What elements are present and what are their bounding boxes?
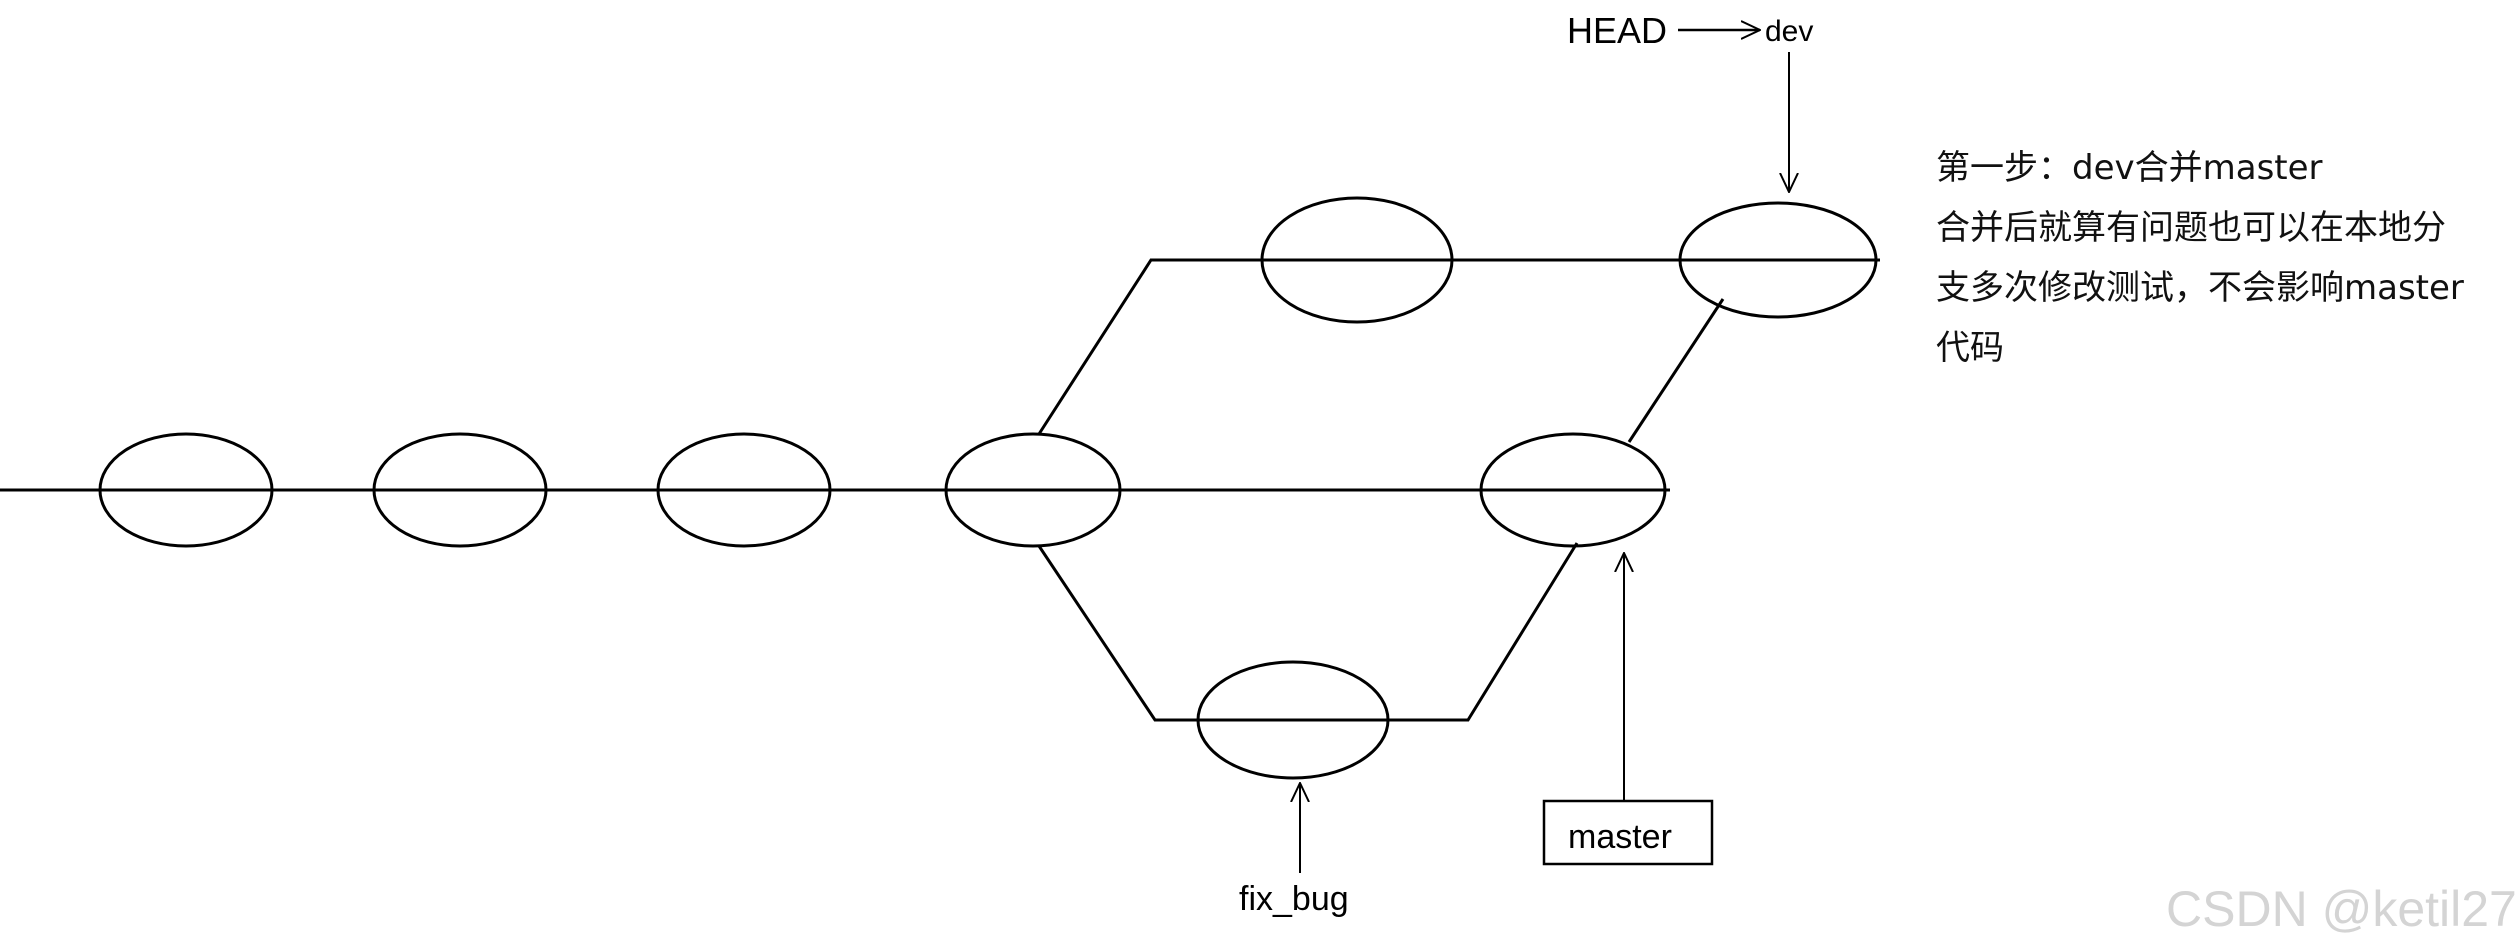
commit-node-1 (98, 432, 274, 548)
note-line-2: 合并后就算有问题也可以在本地分 (1936, 208, 2446, 248)
note-line-3: 支多次修改测试，不会影响master (1936, 268, 2464, 308)
commit-node-dev-1 (1260, 196, 1454, 324)
dev-branch-line (1037, 258, 1880, 435)
commit-node-3 (656, 432, 832, 548)
commit-node-2 (372, 432, 548, 548)
master-label-box (1542, 799, 1714, 866)
commit-node-dev-merge (1678, 201, 1878, 319)
csdn-watermark: CSDN @ketil27 (2166, 881, 2517, 937)
commit-node-fix-bug (1196, 660, 1390, 780)
master-label: master (1568, 818, 1672, 856)
fix-bug-branch-line (1037, 542, 1579, 722)
commit-node-4 (944, 432, 1122, 548)
explanation-note: 第一步：dev合并master 合并后就算有问题也可以在本地分 支多次修改测试，… (1936, 138, 2496, 378)
note-line-4: 代码 (1936, 328, 2004, 368)
merge-connector-line (1627, 298, 1725, 443)
note-line-1: 第一步：dev合并master (1936, 148, 2323, 188)
commit-node-master (1479, 432, 1667, 548)
dev-label: dev (1765, 15, 1813, 48)
fix-bug-label: fix_bug (1239, 880, 1349, 918)
head-label: HEAD (1567, 10, 1667, 51)
